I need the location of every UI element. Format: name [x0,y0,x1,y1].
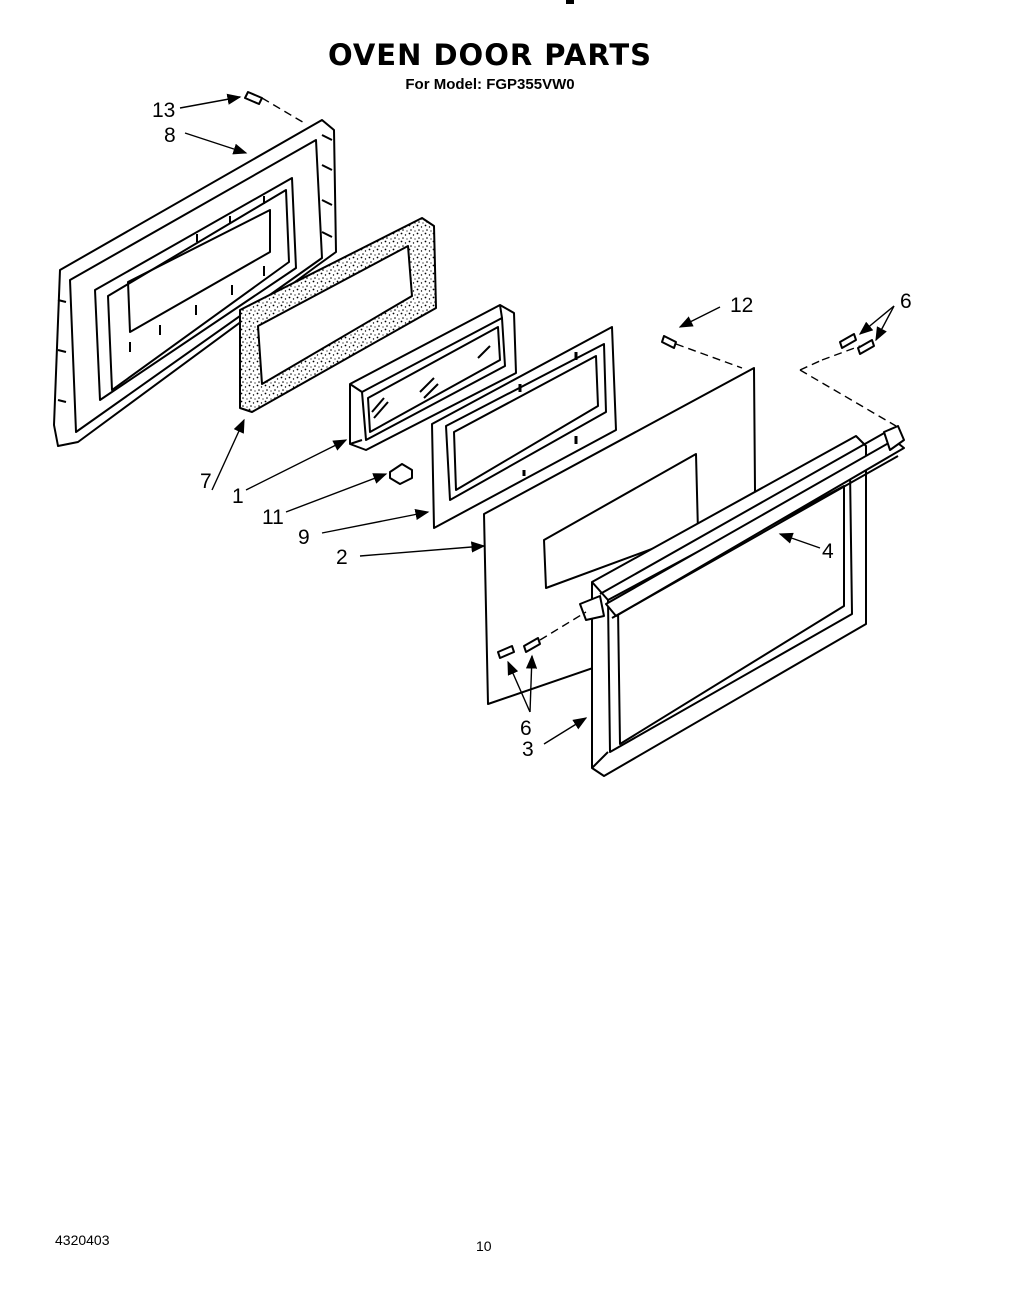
callout-3: 3 [522,738,534,761]
top-crop-mark [566,0,574,4]
part-9-door-frame [431,326,617,529]
callout-6-right: 6 [900,290,912,313]
page-number: 10 [476,1238,492,1254]
document-number: 4320403 [55,1232,110,1248]
part-4-handle [599,425,905,619]
callout-9: 9 [298,526,310,549]
callout-1: 1 [232,485,244,508]
callout-6-left: 6 [520,717,532,740]
part-12-screw [661,335,677,349]
part-1-glass-pack [349,304,517,451]
part-6-screw-left-a [497,645,515,659]
callout-7: 7 [200,470,212,493]
part-11-clip [389,463,413,485]
part-6-screw-left-b [523,637,541,653]
callout-8: 8 [164,124,176,147]
callout-12: 12 [730,294,753,317]
part-13-screw [244,91,263,105]
part-7-insulation [239,217,437,413]
part-6-screw-right-b [857,339,875,355]
part-6-screw-right-a [839,333,857,349]
callout-2: 2 [336,546,348,569]
callout-11: 11 [262,506,284,529]
page-title: OVEN DOOR PARTS [327,38,653,72]
callout-13: 13 [152,99,175,122]
part-8-inner-door-panel [53,119,337,447]
model-subtitle: For Model: FGP355VW0 [405,76,575,93]
callout-4: 4 [822,540,834,563]
